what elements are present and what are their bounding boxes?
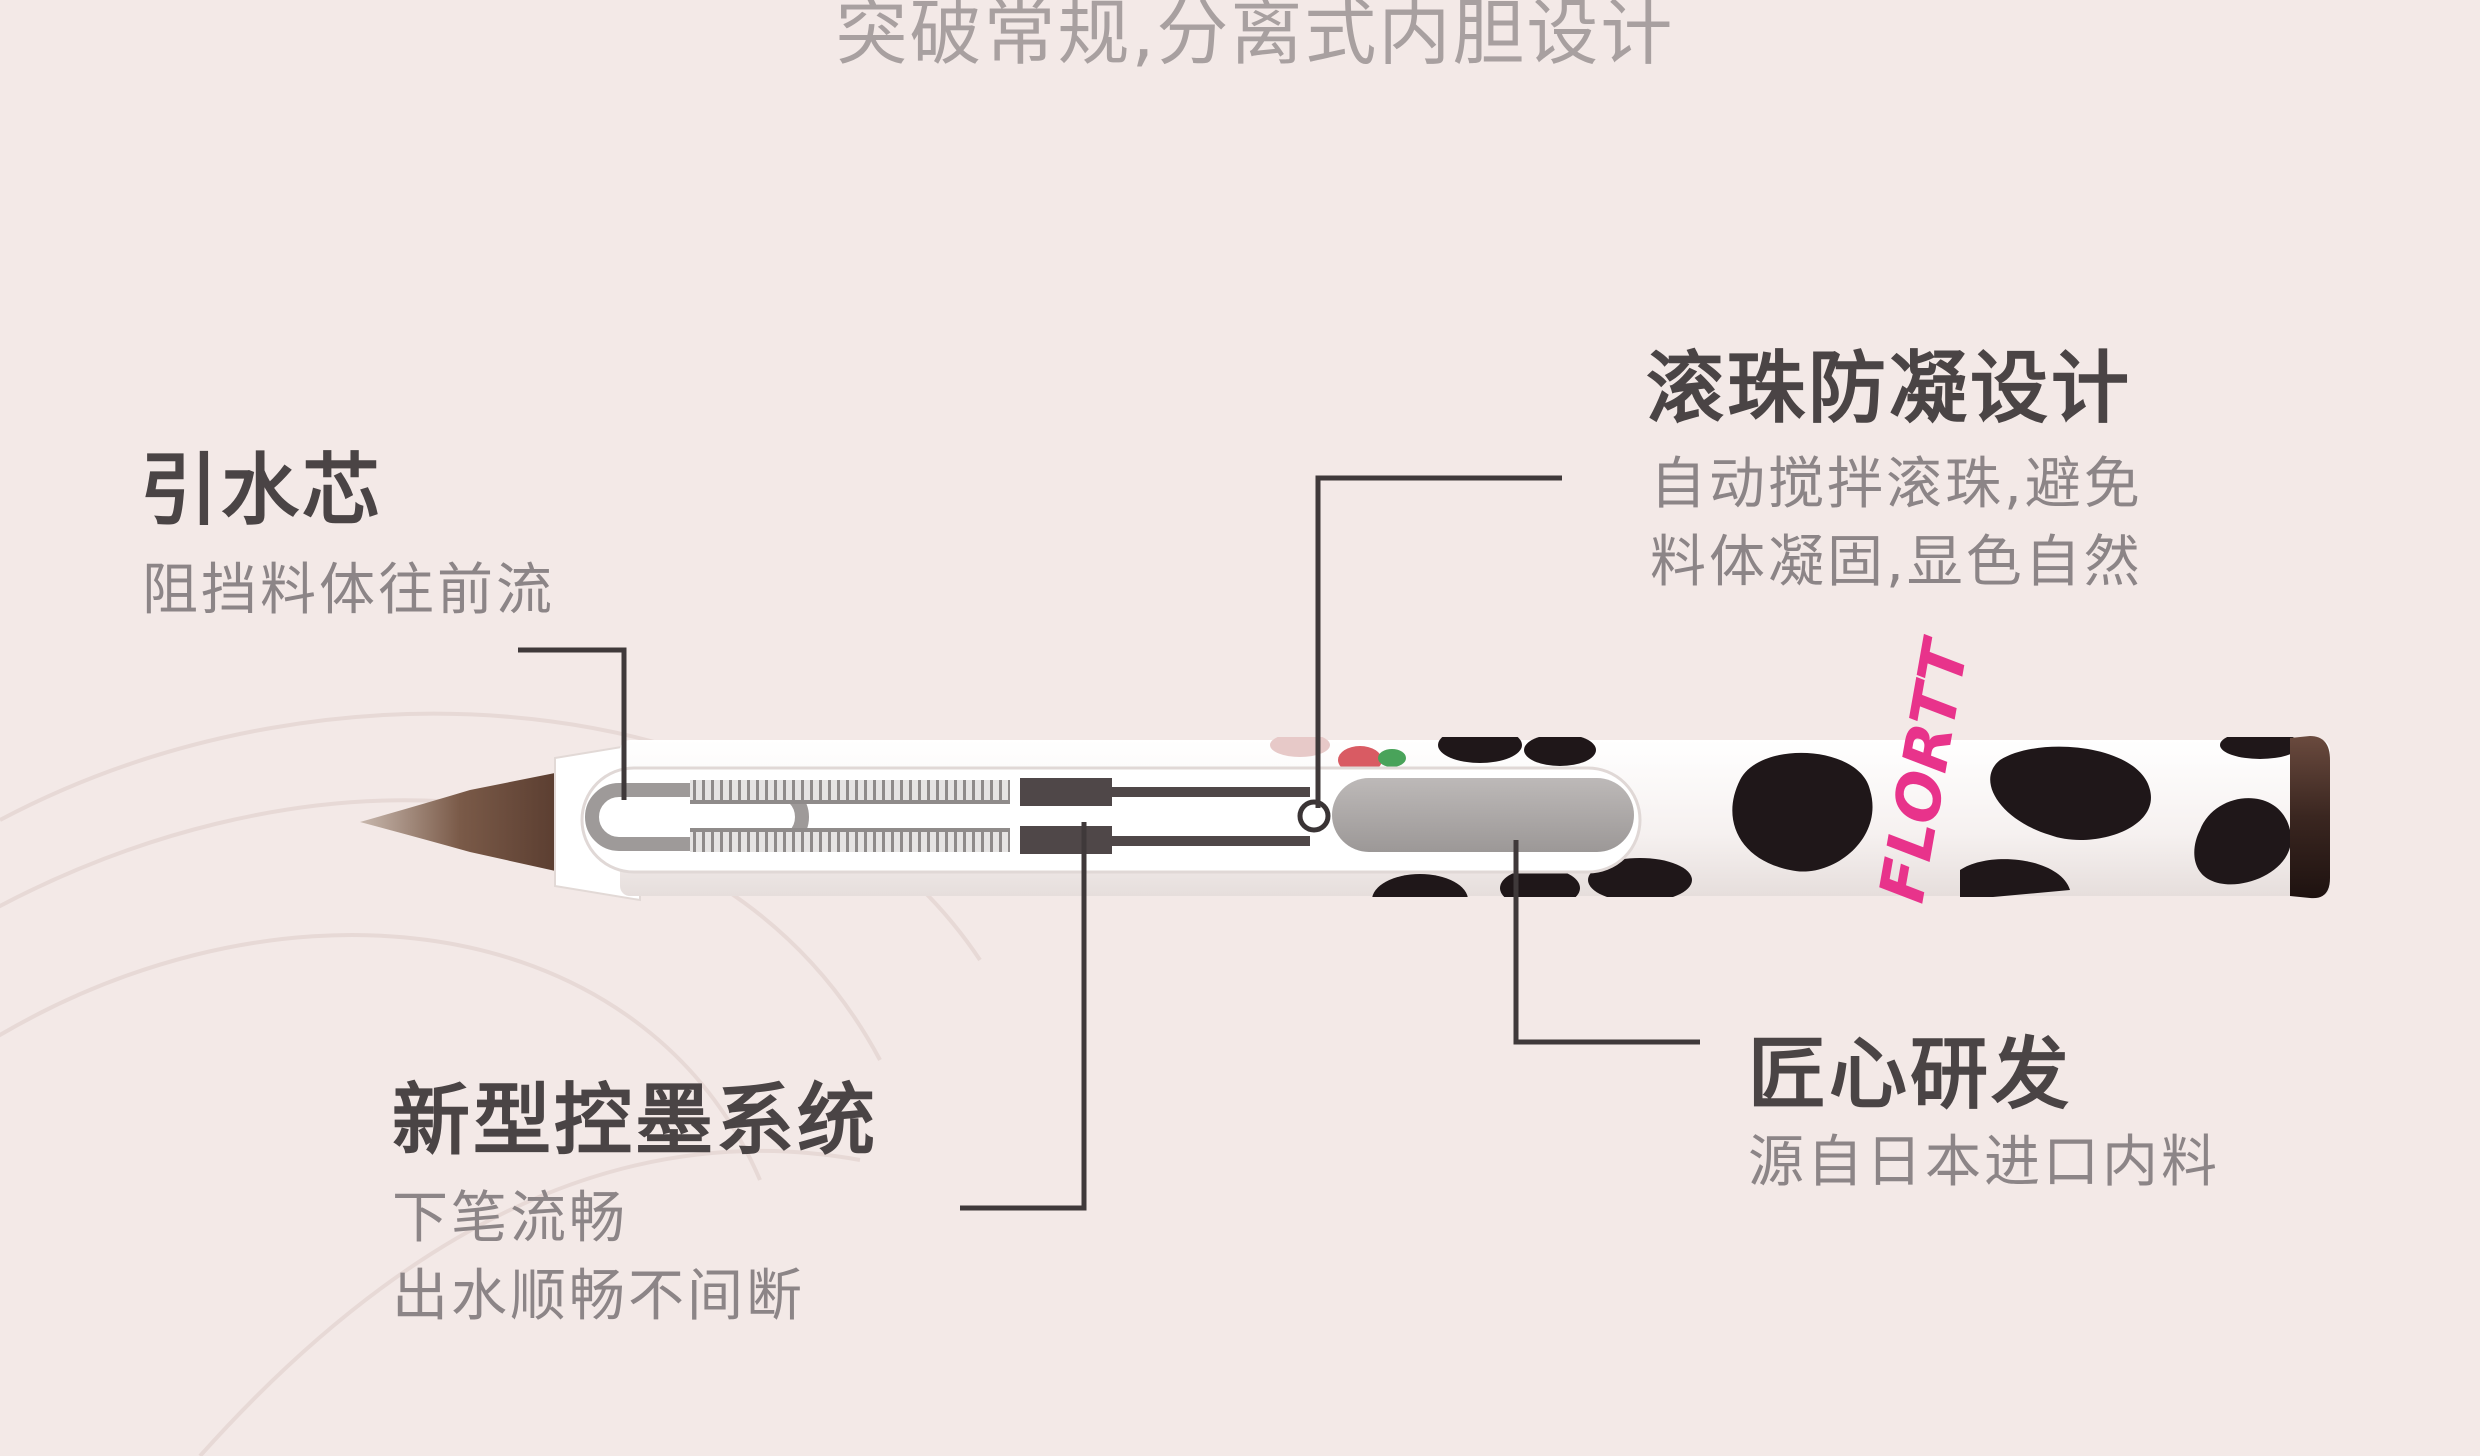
leader-origin [1513,840,1700,1045]
callout-ink-system-desc-line: 出水顺畅不间断 [392,1264,805,1329]
cutaway-window [580,766,1642,874]
callout-wick-desc: 阻挡料体往前流 [142,552,555,630]
callout-roller-desc-line: 料体凝固,显色自然 [1650,530,2143,595]
leader-ink-system [960,822,1087,1211]
callout-origin-desc-line: 源自日本进口内料 [1748,1130,2220,1195]
leader-roller [1315,475,1562,808]
cow-print-pattern [1270,737,2300,897]
callout-roller-desc-line: 自动搅拌滚珠,避免 [1650,452,2143,517]
page-title: 突破常规,分离式内胆设计 [835,0,1675,75]
callout-wick-desc-line: 阻挡料体往前流 [142,558,555,623]
callout-ink-system-title: 新型控墨系统 [392,1076,879,1166]
leader-lines [518,475,1700,1211]
callout-wick-title: 引水芯 [140,446,384,536]
callout-roller-title: 滚珠防凝设计 [1646,344,2133,434]
callout-origin-title: 匠心研发 [1748,1030,2073,1120]
callout-roller-desc: 自动搅拌滚珠,避免 料体凝固,显色自然 [1650,446,2143,602]
leader-wick [518,647,627,800]
callout-ink-system-desc: 下笔流畅 出水顺畅不间断 [392,1180,805,1336]
callout-origin-desc: 源自日本进口内料 [1748,1124,2220,1202]
callout-ink-system-desc-line: 下笔流畅 [392,1186,628,1251]
